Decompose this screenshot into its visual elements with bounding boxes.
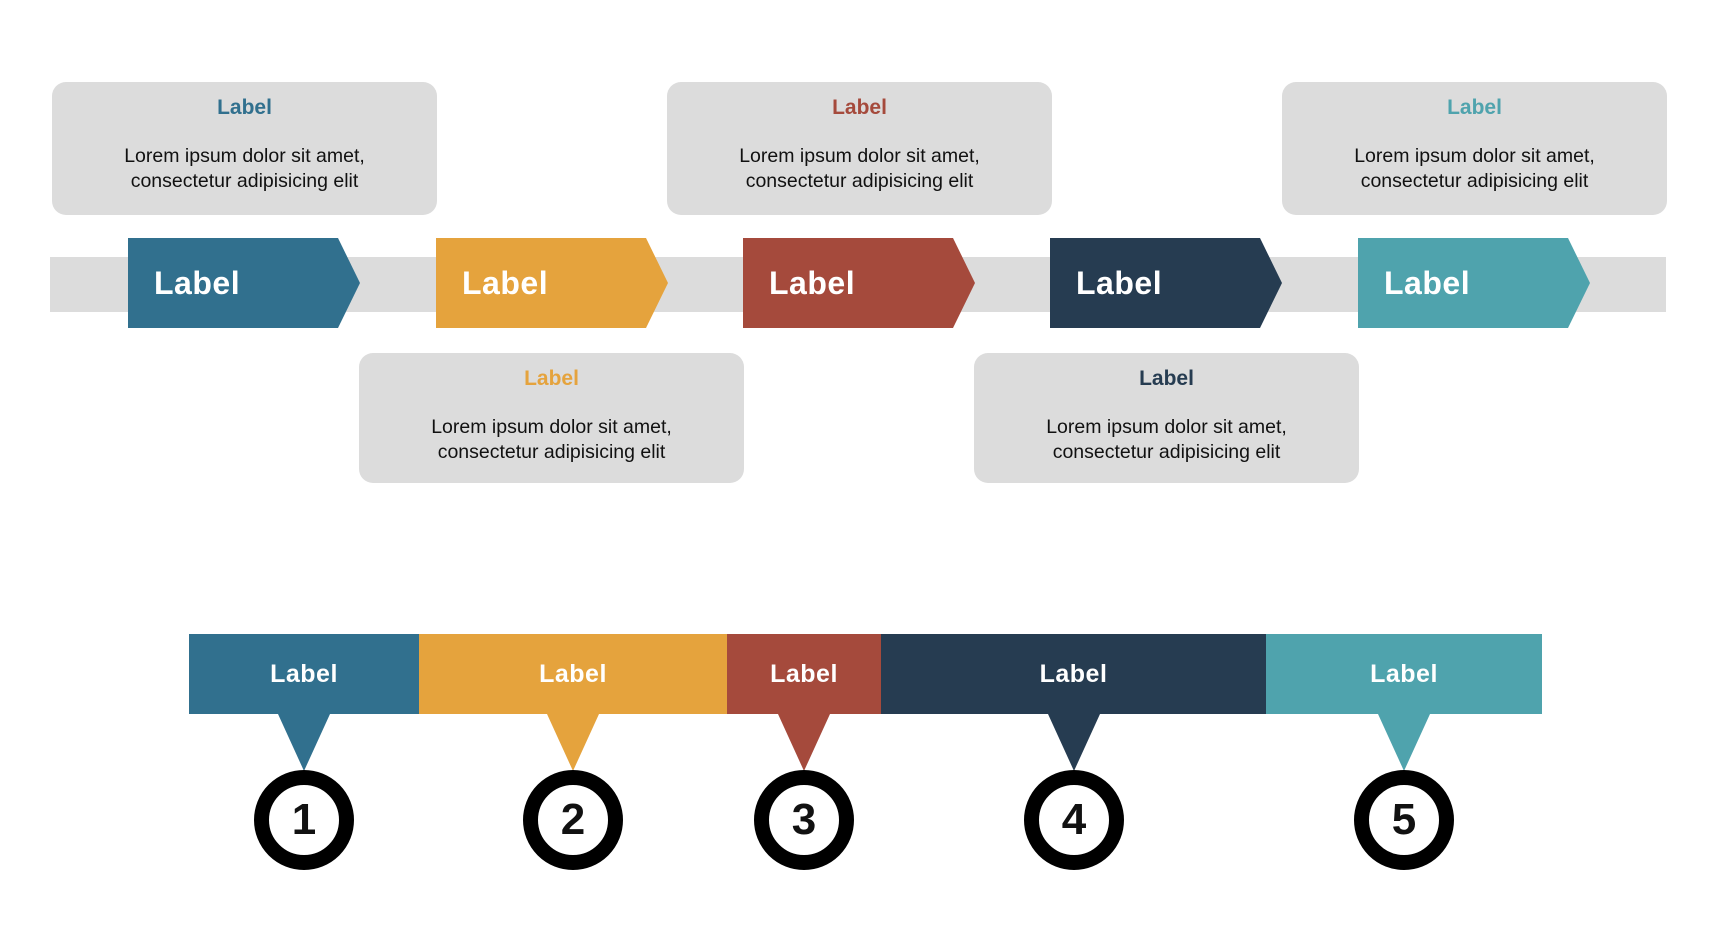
segment-label: Label	[270, 659, 338, 688]
callout-body: Lorem ipsum dolor sit amet, consectetur …	[1354, 145, 1595, 192]
timeline-step-arrow-3: Label	[743, 238, 975, 328]
timeline-step-arrow-5: Label	[1358, 238, 1590, 328]
callout-title: Label	[1447, 96, 1502, 119]
callout-body: Lorem ipsum dolor sit amet, consectetur …	[1046, 416, 1287, 463]
callout-step-1: Label Lorem ipsum dolor sit amet, consec…	[52, 82, 437, 215]
callout-title: Label	[217, 96, 272, 119]
callout-body: Lorem ipsum dolor sit amet, consectetur …	[431, 416, 672, 463]
progress-segment-5: Label	[1266, 634, 1542, 714]
callout-step-5: Label Lorem ipsum dolor sit amet, consec…	[1282, 82, 1667, 215]
step-number-circle-2: 2	[523, 770, 623, 870]
segment-label: Label	[1039, 659, 1108, 688]
step-number: 4	[1061, 795, 1087, 844]
step-number: 3	[791, 795, 817, 844]
callout-body: Lorem ipsum dolor sit amet, consectetur …	[124, 145, 365, 192]
callout-step-3: Label Lorem ipsum dolor sit amet, consec…	[667, 82, 1052, 215]
progress-segment-2: Label	[419, 634, 727, 714]
step-number-circle-3: 3	[754, 770, 854, 870]
step-number: 1	[291, 795, 317, 844]
pointer-triangle-5	[1378, 714, 1430, 771]
pointer-triangle-2	[547, 714, 599, 771]
progress-segment-1: Label	[189, 634, 419, 714]
timeline-step-arrow-1: Label	[128, 238, 360, 328]
step-number-circle-1: 1	[254, 770, 354, 870]
pointer-triangle-1	[278, 714, 330, 771]
step-number: 2	[560, 795, 586, 844]
pointer-triangle-3	[778, 714, 830, 771]
callout-body: Lorem ipsum dolor sit amet, consectetur …	[739, 145, 980, 192]
step-number-circle-5: 5	[1354, 770, 1454, 870]
segment-label: Label	[770, 659, 838, 688]
progress-segment-4: Label	[881, 634, 1266, 714]
timeline-step-arrow-4: Label	[1050, 238, 1282, 328]
callout-step-2: Label Lorem ipsum dolor sit amet, consec…	[359, 353, 744, 483]
step-arrow-label: Label	[462, 264, 549, 301]
progress-bar: Label Label Label Label Label	[189, 634, 1542, 714]
callout-title: Label	[832, 96, 887, 119]
progress-segment-3: Label	[727, 634, 881, 714]
step-arrow-label: Label	[154, 264, 241, 301]
step-number-circle-4: 4	[1024, 770, 1124, 870]
callout-step-4: Label Lorem ipsum dolor sit amet, consec…	[974, 353, 1359, 483]
segment-label: Label	[539, 659, 607, 688]
pointer-triangle-4	[1048, 714, 1100, 771]
step-arrow-label: Label	[1384, 264, 1471, 301]
step-arrow-label: Label	[769, 264, 856, 301]
callout-title: Label	[524, 367, 579, 390]
callout-title: Label	[1139, 367, 1194, 390]
step-number: 5	[1391, 795, 1417, 844]
step-arrow-label: Label	[1076, 264, 1163, 301]
timeline-step-arrow-2: Label	[436, 238, 668, 328]
segment-label: Label	[1370, 659, 1438, 688]
